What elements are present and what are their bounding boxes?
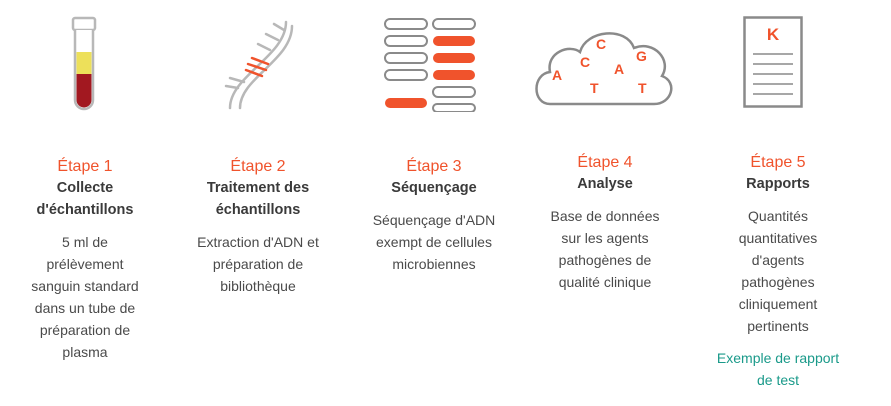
- report-letter: K: [767, 25, 780, 44]
- blood-tube-icon: [71, 16, 97, 111]
- step-title: Rapports: [746, 176, 810, 192]
- step-label: Étape 3: [406, 158, 462, 175]
- nucleotide-letter: T: [638, 80, 647, 96]
- step-label: Étape 1: [57, 158, 113, 175]
- report-document-icon: K: [743, 16, 803, 108]
- step-label: Étape 4: [577, 154, 633, 171]
- step-title: Analyse: [577, 176, 633, 192]
- step-label: Étape 5: [750, 154, 806, 171]
- sequencing-reads-icon: [384, 18, 476, 112]
- nucleotide-letter: A: [614, 61, 624, 77]
- nucleotide-letter: A: [552, 67, 562, 83]
- nucleotide-letter: C: [580, 54, 590, 70]
- step-title: Séquençage: [391, 180, 477, 196]
- step-label: Étape 2: [230, 158, 286, 175]
- nucleotide-letter: T: [590, 80, 599, 96]
- dna-helix-icon: [224, 20, 294, 110]
- nucleotide-letter: C: [596, 36, 606, 52]
- nucleotide-letter: G: [636, 48, 647, 64]
